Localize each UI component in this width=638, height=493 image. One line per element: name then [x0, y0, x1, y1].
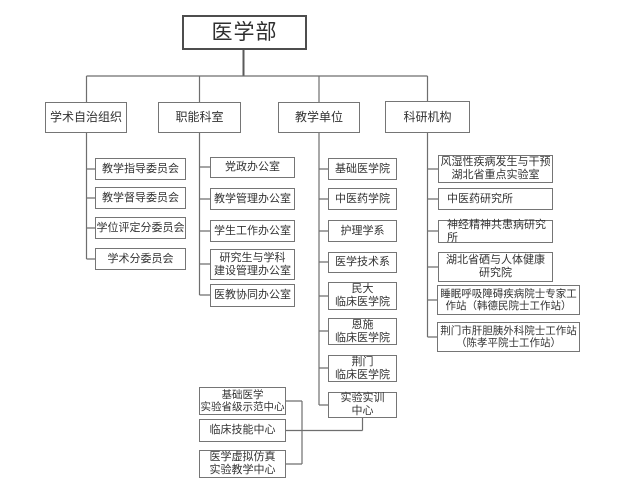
root-box-medical-department: 医学部	[182, 15, 307, 50]
org-box-degree-evaluation-subcommittee: 学位评定分委员会	[95, 217, 186, 239]
org-box-medical-technology-department: 医学技术系	[328, 252, 397, 273]
org-box-teaching-supervision-committee: 教学督导委员会	[95, 187, 186, 209]
org-box-jingmen-hepatobiliary-academician-workstation: 荆门市肝胆胰外科院士工作站 （陈孝平院士工作站）	[437, 322, 580, 352]
org-box-clinical-skills-center: 临床技能中心	[199, 419, 286, 442]
org-box-graduate-discipline-office: 研究生与学科 建设管理办公室	[210, 249, 295, 280]
org-box-enshi-clinical-college: 恩施 临床医学院	[328, 318, 397, 345]
org-box-neuropsychiatric-comorbidity-institute: 神经精神共患病研究所	[438, 219, 553, 244]
org-box-nursing-department: 护理学系	[328, 220, 397, 242]
org-box-minda-clinical-college: 民大 临床医学院	[328, 282, 397, 310]
org-box-virtual-simulation-teaching-center: 医学虚拟仿真 实验教学中心	[199, 450, 286, 478]
group-box-functional-offices: 职能科室	[158, 102, 241, 133]
org-box-medical-education-collab-office: 医教协同办公室	[210, 284, 295, 307]
group-box-teaching-units: 教学单位	[278, 102, 360, 133]
org-box-sleep-apnea-academician-workstation: 睡眠呼吸障碍疾病院士专家工 作站（韩德民院士工作站）	[437, 285, 580, 315]
org-box-tcm-research-institute: 中医药研究所	[438, 188, 553, 210]
org-box-selenium-human-health-institute: 湖北省硒与人体健康 研究院	[438, 252, 553, 282]
org-box-tcm-college: 中医药学院	[328, 188, 397, 210]
org-box-experimental-training-center: 实验实训 中心	[328, 392, 397, 418]
group-box-academic-autonomous-orgs: 学术自治组织	[45, 102, 127, 133]
org-box-teaching-management-office: 教学管理办公室	[210, 188, 295, 210]
org-box-academic-subcommittee: 学术分委员会	[95, 248, 186, 270]
org-box-jingmen-clinical-college: 荆门 临床医学院	[328, 355, 397, 382]
org-box-basic-medical-college: 基础医学院	[328, 158, 397, 180]
group-box-research-institutions: 科研机构	[385, 101, 470, 133]
org-box-basic-medical-provincial-demo-center: 基础医学 实验省级示范中心	[199, 387, 286, 415]
org-box-party-government-office: 党政办公室	[210, 157, 295, 178]
org-box-teaching-guidance-committee: 教学指导委员会	[95, 158, 186, 180]
org-box-rheumatic-disease-key-lab: 风湿性疾病发生与干预 湖北省重点实验室	[438, 155, 553, 183]
org-box-student-affairs-office: 学生工作办公室	[210, 220, 295, 242]
